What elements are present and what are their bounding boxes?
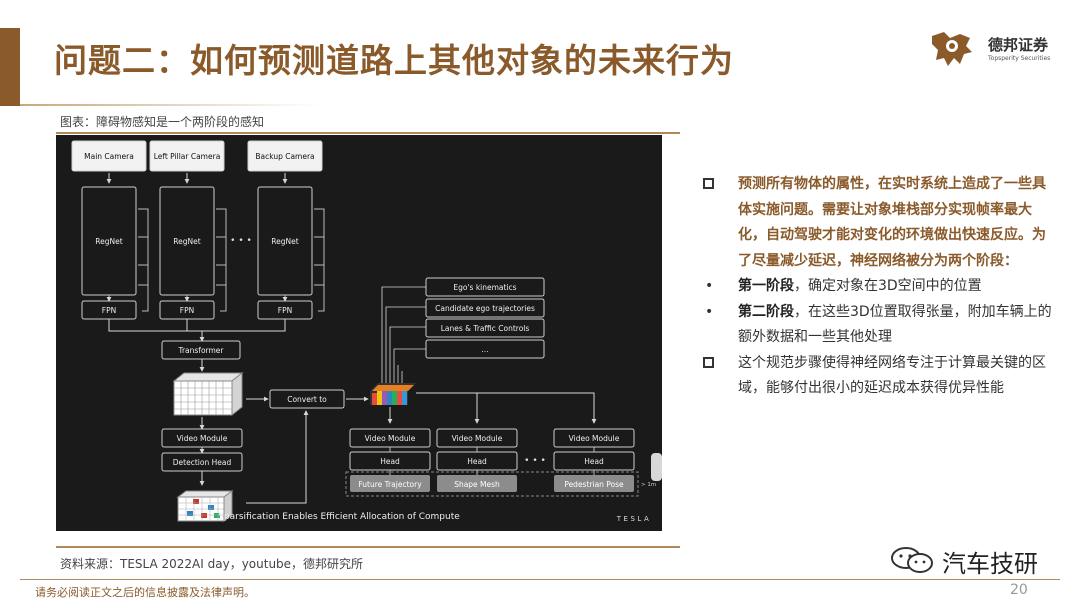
regnet-block-2: RegNet	[159, 186, 215, 296]
head-stack-1: Video Module Head Future Trajectory	[349, 428, 431, 492]
ellipsis: • • •	[524, 456, 546, 466]
logo-english-name: Topsperity Securities	[988, 55, 1051, 62]
video-module-label: Video Module	[452, 434, 503, 443]
outputs-dashed-frame	[345, 471, 639, 497]
camera-label: Backup Camera	[255, 152, 314, 161]
tesla-brand: TESLA	[616, 515, 652, 523]
ellipsis: • • •	[230, 236, 252, 246]
detection-grid	[176, 490, 234, 522]
camera-label: Main Camera	[84, 152, 134, 161]
fpn-label: FPN	[278, 306, 292, 315]
video-module-label: Video Module	[365, 434, 416, 443]
input-lanes-traffic: Lanes & Traffic Controls	[425, 318, 545, 338]
detection-to-convert-arrow	[246, 410, 309, 504]
transformer-label: Transformer	[177, 346, 224, 355]
fpn-block-1: FPN	[81, 300, 137, 320]
wechat-icon	[891, 547, 933, 573]
watermark-text: 汽车技研	[942, 550, 1038, 578]
analysis-paragraph-1: 预测所有物体的属性，在实时系统上造成了一些具体实施问题。需要让对象堆栈部分实现帧…	[703, 172, 1053, 274]
fanout-lines	[387, 392, 597, 424]
wechat-watermark: 汽车技研	[890, 544, 1050, 578]
camera-left-pillar: Left Pillar Camera	[149, 140, 225, 172]
camera-arrows	[106, 173, 288, 184]
input-candidate-trajectories: Candidate ego trajectories	[425, 298, 545, 318]
regnet-label: RegNet	[95, 237, 122, 246]
stage-one-item: • 第一阶段，确定对象在3D空间中的位置	[703, 274, 1053, 300]
source-divider	[56, 546, 680, 548]
topsperity-logo-icon	[932, 32, 972, 66]
colored-tensor	[370, 383, 416, 405]
fpn-merge-lines	[108, 319, 286, 342]
input-label: Candidate ego trajectories	[435, 304, 535, 313]
head-label: Head	[380, 457, 400, 466]
video-module-left: Video Module	[161, 428, 243, 448]
title-accent-bar	[0, 28, 20, 106]
video-module-label: Video Module	[177, 434, 228, 443]
camera-backup: Backup Camera	[247, 140, 323, 172]
bullet-dot: •	[705, 278, 714, 294]
square-bullet-icon	[703, 356, 714, 368]
convert-block: Convert to	[269, 389, 345, 409]
input-label: Lanes & Traffic Controls	[441, 324, 530, 333]
regnet-label: RegNet	[271, 237, 298, 246]
input-label: Ego's kinematics	[453, 283, 516, 292]
title-divider	[20, 104, 320, 106]
output-label: Pedestrian Pose	[564, 480, 624, 489]
analysis-text: 预测所有物体的属性，在实时系统上造成了一些具体实施问题。需要让对象堆栈部分实现帧…	[703, 172, 1053, 402]
edge-shape	[651, 453, 662, 481]
fpn-label: FPN	[102, 306, 116, 315]
head-stack-2: Video Module Head Shape Mesh	[436, 428, 518, 492]
stage-two-item: • 第二阶段，在这些3D位置取得张量，附加车辆上的额外数据和一些其他处理	[703, 300, 1053, 351]
transformer-block: Transformer	[161, 340, 241, 360]
head-label: Head	[584, 457, 604, 466]
camera-main: Main Camera	[71, 140, 147, 172]
regnet-side-taps	[106, 208, 325, 312]
square-bullet-icon	[703, 178, 714, 189]
fpn-block-2: FPN	[159, 300, 215, 320]
head-stack-3: Video Module Head Pedestrian Pose	[553, 428, 635, 492]
regnet-label: RegNet	[173, 237, 200, 246]
company-logo: 德邦证券 Topsperity Securities	[930, 28, 1060, 72]
detection-head: Detection Head	[161, 452, 243, 472]
legal-disclaimer: 请务必阅读正文之后的信息披露及法律声明。	[35, 586, 255, 599]
caption-divider	[56, 132, 680, 134]
analysis-paragraph-2: 这个规范步骤使得神经网络专注于计算最关键的区域，能够付出很小的延迟成本获得优异性…	[703, 351, 1053, 402]
bullet-dot: •	[705, 303, 714, 320]
fpn-block-3: FPN	[257, 300, 313, 320]
regnet-block-1: RegNet	[81, 186, 137, 296]
source-note: 资料来源：TESLA 2022AI day，youtube，德邦研究所	[60, 557, 364, 571]
architecture-diagram: Main Camera Left Pillar Camera Backup Ca…	[71, 140, 662, 523]
output-label: Future Trajectory	[358, 480, 422, 489]
convert-label: Convert to	[287, 395, 327, 404]
architecture-figure: Main Camera Left Pillar Camera Backup Ca…	[56, 135, 662, 531]
head-label: Head	[467, 457, 487, 466]
input-feed-lines	[381, 286, 426, 383]
figure-caption: 图表：障碍物感知是一个两阶段的感知	[60, 115, 265, 129]
logo-chinese-name: 德邦证券	[988, 36, 1049, 54]
input-ego-kinematics: Ego's kinematics	[425, 277, 545, 297]
input-label: ...	[481, 345, 488, 354]
slide-title: 问题二：如何预测道路上其他对象的未来行为	[54, 41, 734, 80]
fpn-label: FPN	[180, 306, 194, 315]
detection-head-label: Detection Head	[173, 458, 232, 467]
feature-volume-cube	[172, 371, 244, 417]
footer-divider	[20, 579, 1060, 580]
video-module-label: Video Module	[569, 434, 620, 443]
page-number: 20	[1010, 582, 1028, 598]
output-label: Shape Mesh	[454, 480, 500, 489]
regnet-block-3: RegNet	[257, 186, 313, 296]
input-more: ...	[425, 339, 545, 359]
camera-label: Left Pillar Camera	[154, 152, 221, 161]
edge-text: > 1m	[641, 482, 656, 488]
figure-footer-text: Sparsification Enables Efficient Allocat…	[218, 512, 460, 522]
